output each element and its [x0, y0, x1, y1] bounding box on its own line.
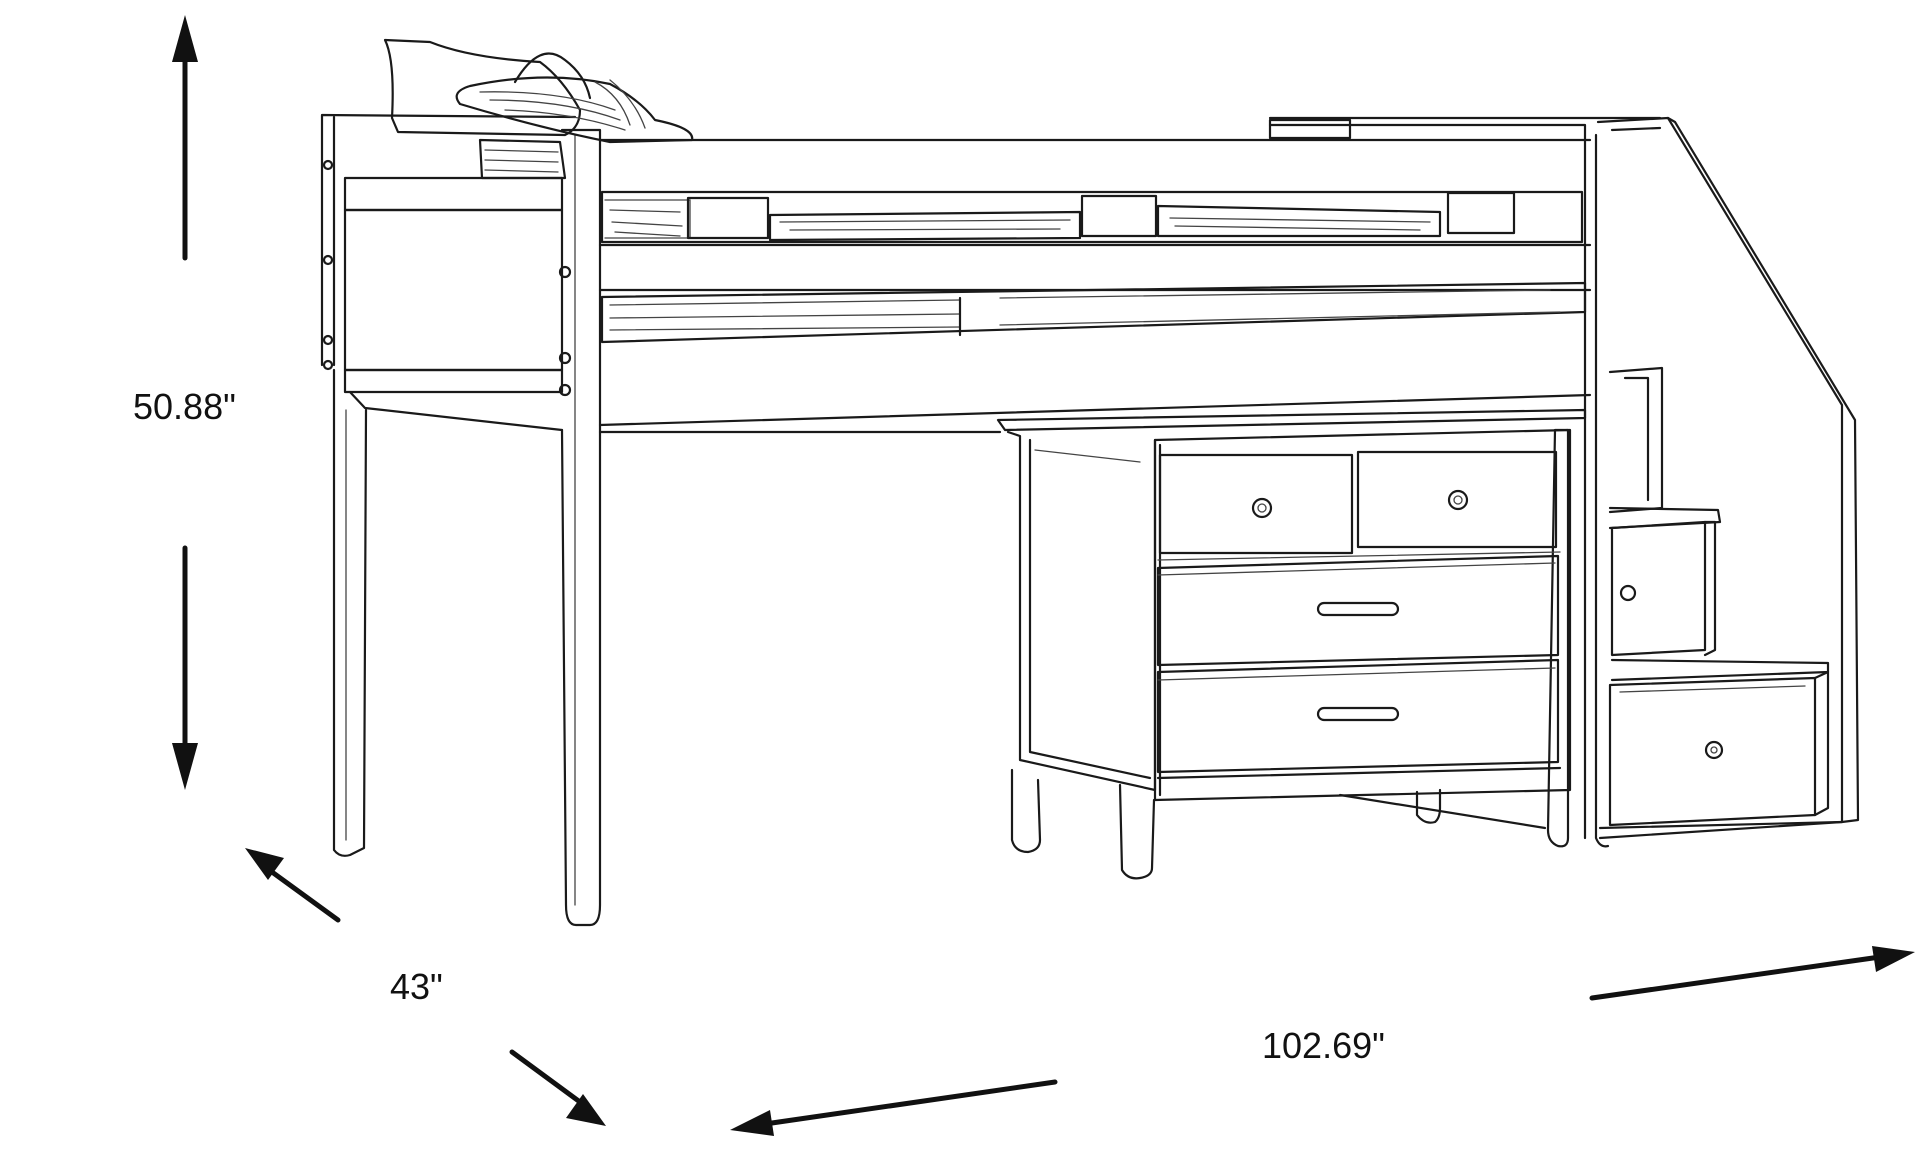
- height-dimension-label: 50.88": [133, 386, 236, 427]
- chest-of-drawers: [996, 408, 1587, 880]
- staircase-with-drawers: [1596, 116, 1860, 840]
- width-dimension-label: 102.69": [1262, 1025, 1385, 1066]
- depth-dimension-label: 43": [390, 966, 443, 1007]
- pillow-icon: [383, 38, 694, 180]
- loft-bed-frame: [320, 113, 1662, 927]
- depth-arrow-icon: [245, 848, 606, 1126]
- width-arrow-icon: [730, 946, 1915, 1136]
- height-arrow-icon: [172, 15, 198, 790]
